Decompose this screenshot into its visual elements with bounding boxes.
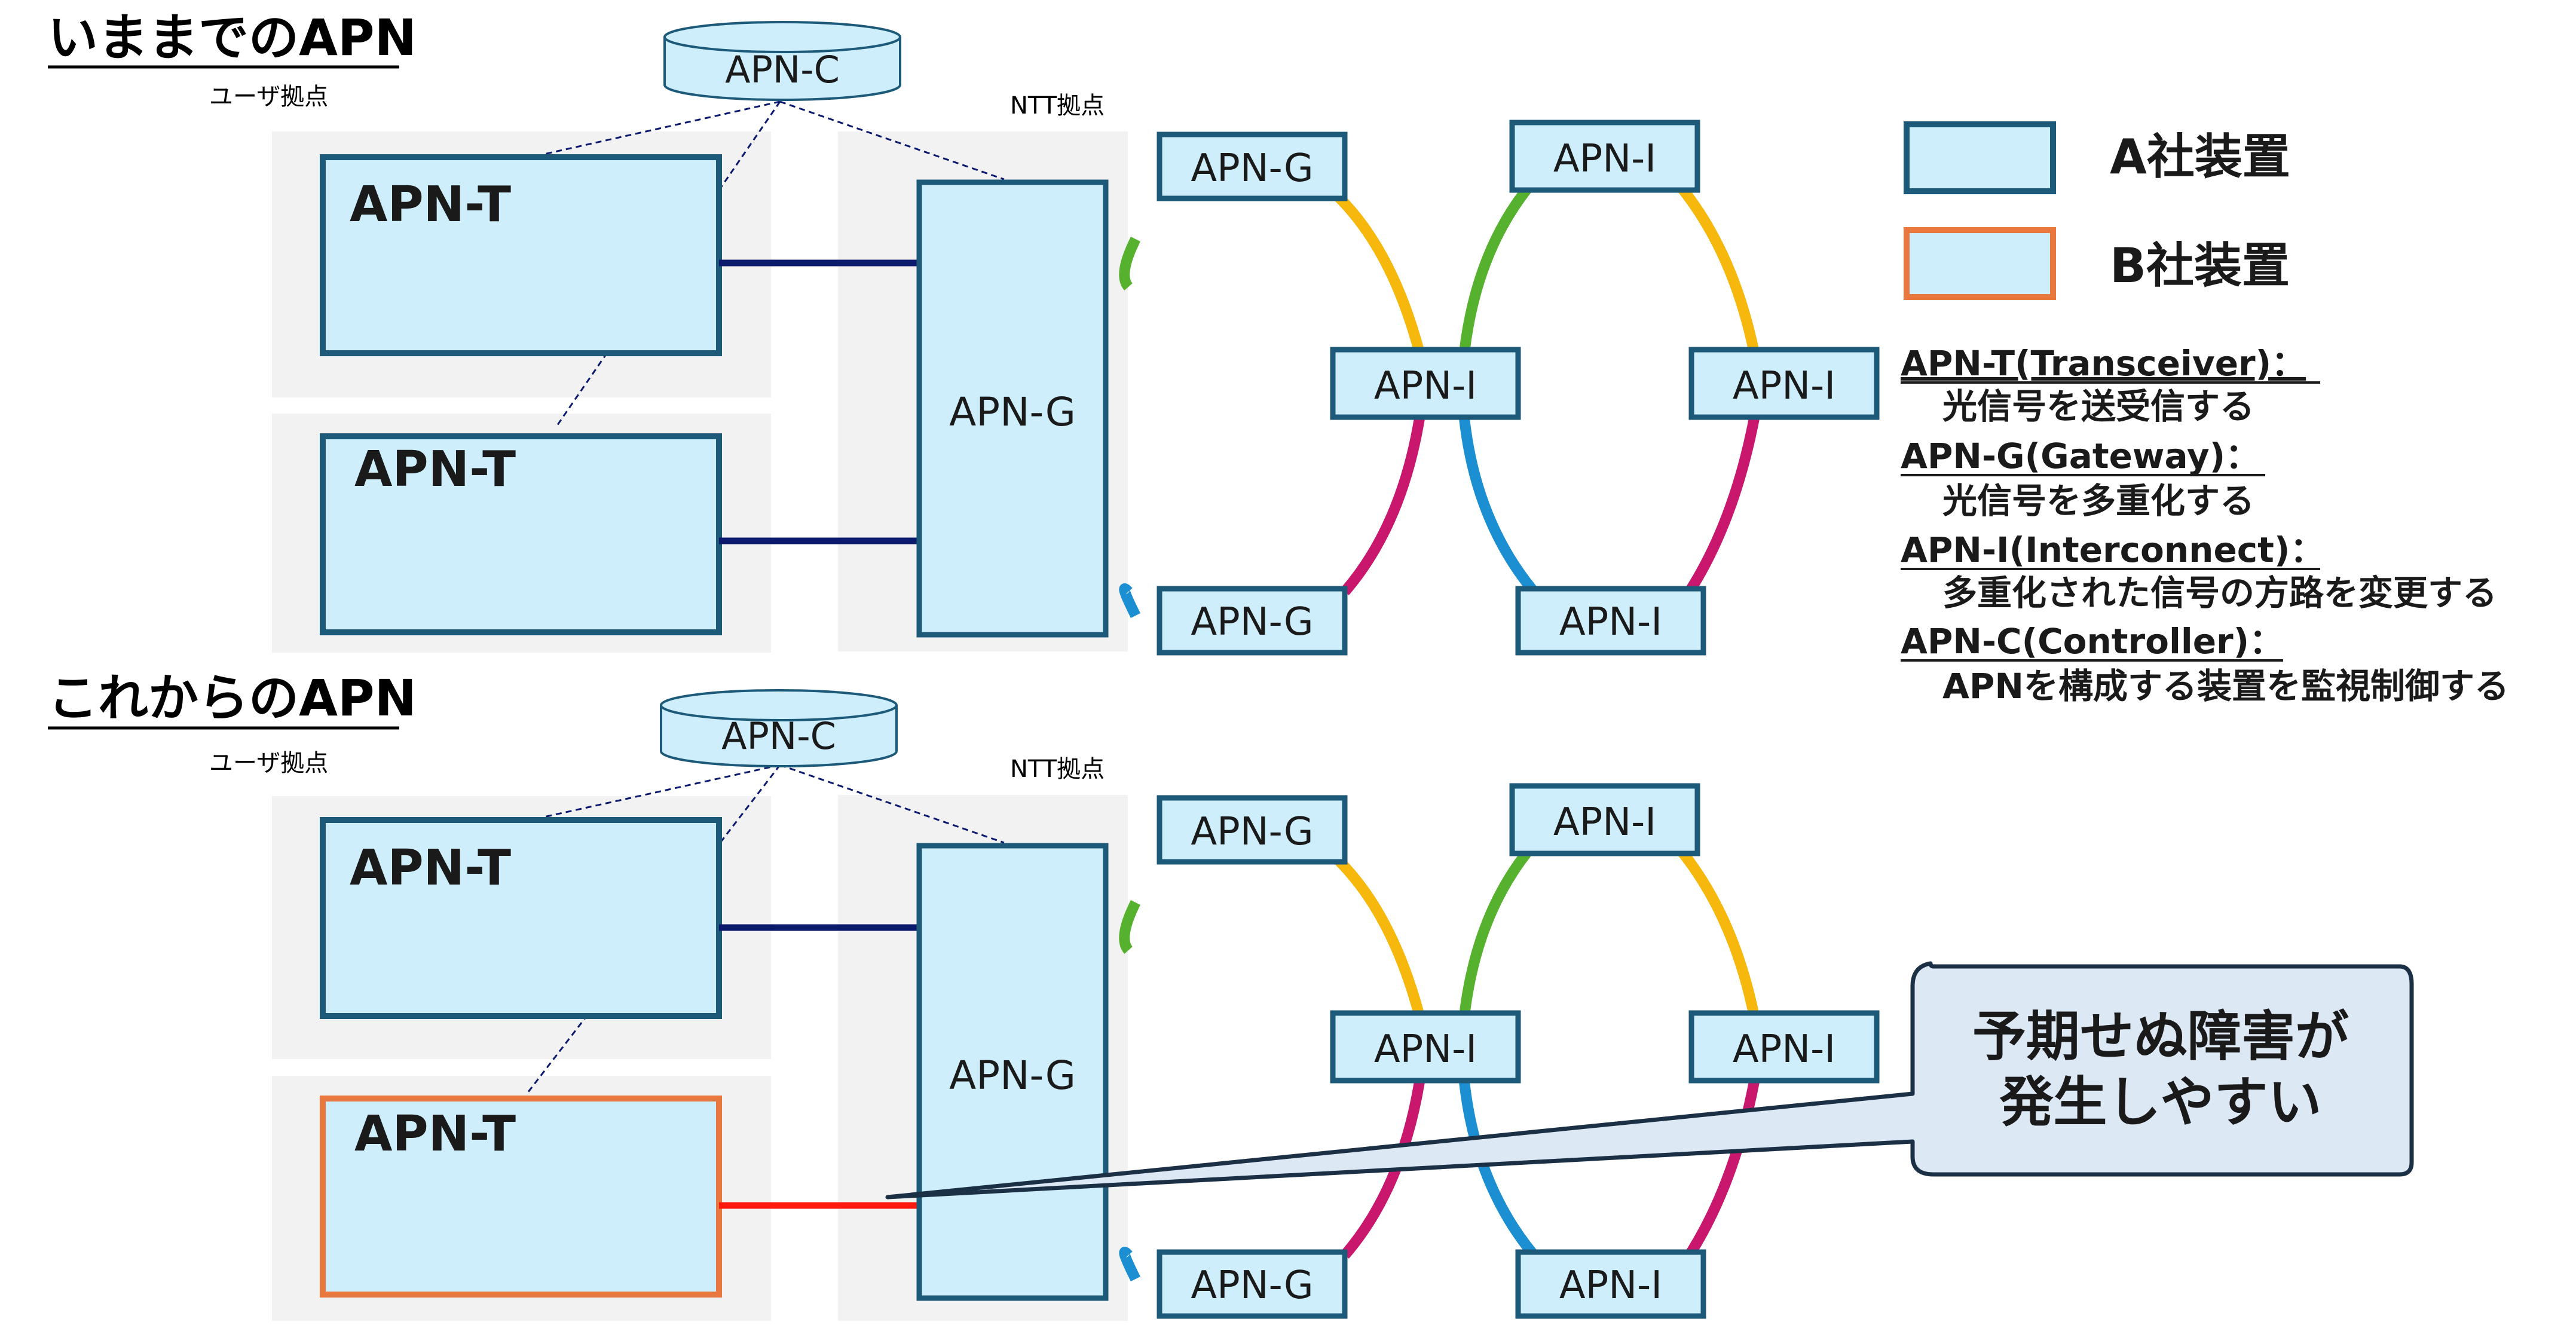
ring-node-apn-g: APN-G	[1157, 586, 1348, 656]
svg-text:APN-I: APN-I	[1733, 364, 1835, 408]
ring-node-apn-i: APN-I	[1509, 783, 1700, 856]
definition-term: APN-C(Controller)：	[1901, 621, 2284, 662]
controller-apn-c: APN-C	[660, 689, 898, 767]
transceiver-apn-t-vendor-b: APN-T	[320, 1096, 722, 1298]
definition-term: APN-G(Gateway)：	[1901, 436, 2260, 476]
gateway-label: APN-G	[949, 1052, 1076, 1099]
ring-node-apn-i: APN-I	[1688, 1010, 1880, 1084]
legend-label: B社装置	[2110, 238, 2290, 293]
definition-desc: 多重化された信号の方路を変更する	[1942, 573, 2497, 613]
definition-term: APN-I(Interconnect)：	[1901, 530, 2324, 570]
definition-desc: 光信号を送受信する	[1942, 386, 2254, 427]
controller-label: APN-C	[721, 714, 836, 758]
section-current-apn: いままでのAPN ユーザ拠点 NTT拠点 APN-C APN-T APN-T	[48, 8, 1880, 656]
svg-text:APN-G: APN-G	[1191, 600, 1313, 644]
ring-node-apn-i: APN-I	[1330, 347, 1521, 420]
ring-node-apn-g: APN-G	[1157, 1249, 1348, 1319]
transceiver-apn-t: APN-T	[320, 817, 722, 1019]
user-site-label: ユーザ拠点	[209, 83, 328, 111]
ntt-site-label: NTT拠点	[1010, 755, 1105, 783]
ring-node-apn-i: APN-I	[1515, 1249, 1706, 1319]
controller-apn-c: APN-C	[663, 21, 901, 101]
ring-node-apn-i: APN-I	[1330, 1010, 1521, 1084]
legend-item-vendor-a: A社装置	[1904, 121, 2290, 194]
callout-line: 予期せぬ障害が	[1972, 1005, 2349, 1068]
gateway-apn-g: APN-G	[916, 843, 1109, 1301]
definition-term: APN-T(Transceiver)：	[1901, 343, 2306, 384]
transceiver-label: APN-T	[350, 176, 511, 233]
svg-text:APN-I: APN-I	[1559, 1263, 1662, 1308]
legend: A社装置 B社装置	[1904, 121, 2290, 300]
controller-label: APN-C	[725, 48, 840, 91]
ring-node-apn-g: APN-G	[1157, 131, 1348, 201]
ring-node-apn-i: APN-I	[1515, 586, 1706, 656]
definitions: APN-T(Transceiver)： 光信号を送受信する APN-G(Gate…	[1901, 343, 2509, 706]
legend-swatch-b	[1904, 227, 2056, 300]
svg-text:APN-G: APN-G	[1191, 1263, 1313, 1308]
legend-swatch-a	[1904, 121, 2056, 194]
transceiver-label: APN-T	[354, 441, 516, 498]
transceiver-label: APN-T	[350, 840, 511, 896]
gateway-apn-g: APN-G	[916, 179, 1109, 638]
ring-node-apn-i: APN-I	[1688, 347, 1880, 420]
svg-text:APN-I: APN-I	[1559, 600, 1662, 644]
svg-text:APN-I: APN-I	[1553, 800, 1656, 845]
optical-ring-network	[1119, 845, 1760, 1282]
callout-line: 発生しやすい	[1999, 1071, 2321, 1134]
fault-callout: 予期せぬ障害が 発生しやすい	[885, 961, 2414, 1200]
ring-node-apn-i: APN-I	[1509, 120, 1700, 193]
definition-desc: 光信号を多重化する	[1942, 481, 2254, 521]
section-heading: いままでのAPN	[48, 8, 417, 67]
legend-item-vendor-b: B社装置	[1904, 227, 2290, 300]
section-future-apn: これからのAPN ユーザ拠点 NTT拠点 APN-C APN-T APN-T	[48, 669, 2414, 1321]
transceiver-apn-t: APN-T	[320, 154, 722, 356]
user-site-label: ユーザ拠点	[209, 749, 328, 777]
gateway-label: APN-G	[949, 389, 1076, 435]
legend-label: A社装置	[2110, 129, 2290, 185]
svg-text:APN-G: APN-G	[1191, 146, 1313, 191]
optical-ring-network	[1119, 182, 1760, 619]
transceiver-label: APN-T	[354, 1106, 516, 1162]
svg-text:APN-I: APN-I	[1374, 1027, 1477, 1072]
section-heading: これからのAPN	[48, 669, 417, 727]
definition-desc: APNを構成する装置を監視制御する	[1942, 666, 2509, 706]
ntt-site-label: NTT拠点	[1010, 92, 1105, 120]
svg-text:APN-I: APN-I	[1733, 1027, 1835, 1072]
svg-text:APN-G: APN-G	[1191, 810, 1313, 854]
ring-node-apn-g: APN-G	[1157, 795, 1348, 865]
svg-text:APN-I: APN-I	[1374, 364, 1477, 408]
svg-text:APN-I: APN-I	[1553, 137, 1656, 181]
transceiver-apn-t: APN-T	[320, 433, 722, 635]
